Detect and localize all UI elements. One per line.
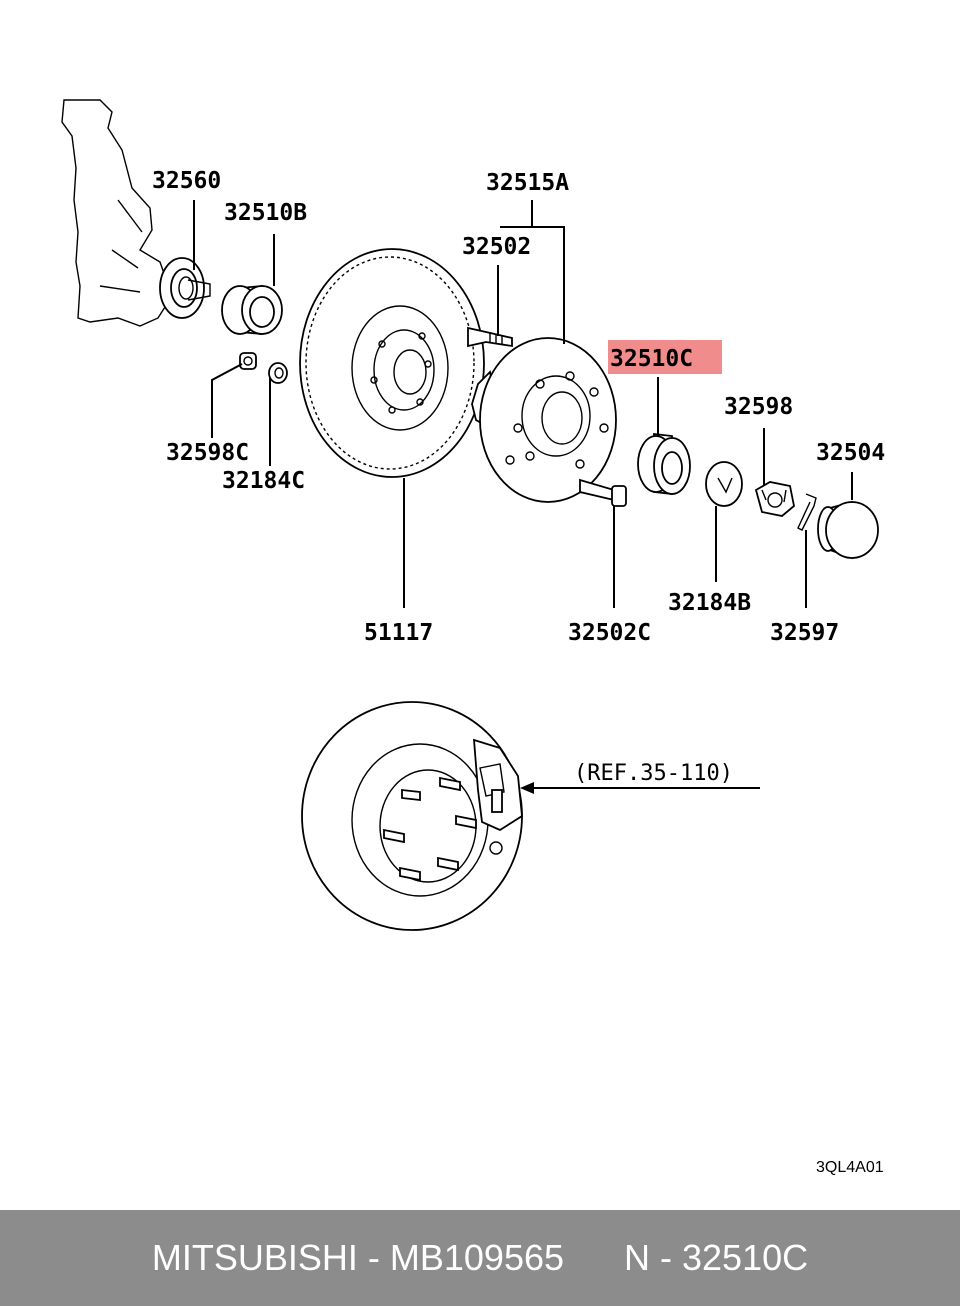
reference-label: (REF.35-110) xyxy=(574,761,733,786)
label-32515A: 32515A xyxy=(486,170,569,196)
nut-32598C xyxy=(239,352,257,370)
label-32598: 32598 xyxy=(724,394,793,420)
highlight-box xyxy=(608,340,722,374)
leader-lines xyxy=(193,200,853,794)
bearing-32510B xyxy=(221,285,283,335)
bolt-32502C xyxy=(579,478,627,507)
diagram-code: 3QL4A01 xyxy=(816,1159,884,1176)
hub-32515A xyxy=(471,337,617,503)
steering-knuckle xyxy=(61,99,173,327)
footer-text: MITSUBISHI - MB109565 N - 32510C xyxy=(151,1237,809,1278)
label-32510B: 32510B xyxy=(224,200,307,226)
disc-caliper-assembly xyxy=(301,701,523,931)
label-32184C: 32184C xyxy=(222,468,305,494)
label-32184B: 32184B xyxy=(668,590,751,616)
label-51117: 51117 xyxy=(364,620,433,646)
oil-seal-32560 xyxy=(159,257,211,319)
label-32510C: 32510C xyxy=(610,346,693,372)
exploded-parts-diagram: 32560 32510B 32515A 32502 32510C 32598 3… xyxy=(61,99,885,1176)
label-32560: 32560 xyxy=(152,168,221,194)
cotter-pin-32597 xyxy=(797,493,817,531)
label-32597: 32597 xyxy=(770,620,839,646)
stud-32502 xyxy=(467,326,513,348)
washer-32184C xyxy=(268,362,288,384)
brake-disc-51117 xyxy=(299,248,485,478)
castle-nut-32598 xyxy=(754,481,795,517)
bearing-32510C xyxy=(637,432,691,496)
grease-cap-32504 xyxy=(817,500,879,560)
wheel-studs xyxy=(383,776,477,882)
label-32502C: 32502C xyxy=(568,620,651,646)
label-32504: 32504 xyxy=(816,440,885,466)
footer-bar: MITSUBISHI - MB109565 N - 32510C xyxy=(0,1210,960,1306)
label-32598C: 32598C xyxy=(166,440,249,466)
label-32502: 32502 xyxy=(462,234,531,260)
washer-32184B xyxy=(705,461,743,507)
